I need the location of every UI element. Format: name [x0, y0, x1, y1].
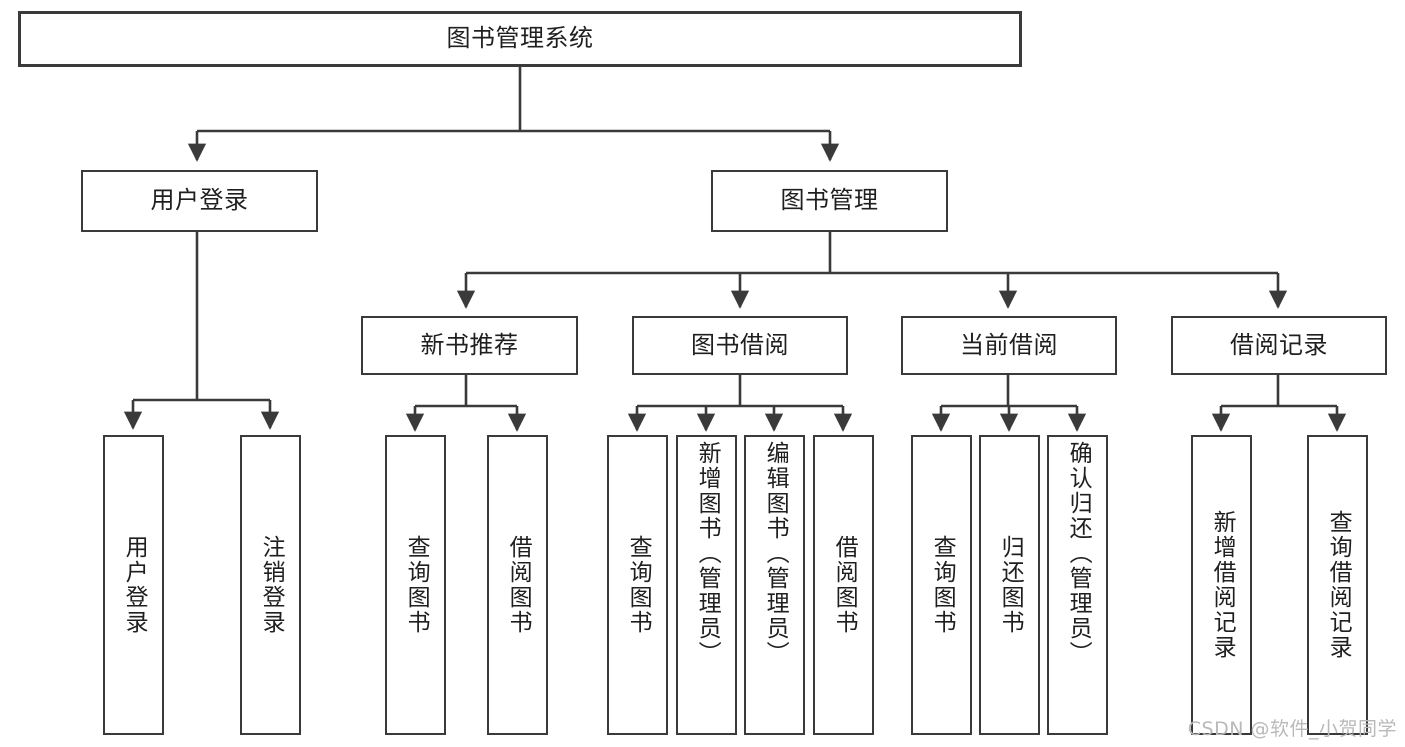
node-label: 用户登录 — [150, 186, 249, 215]
leaf-text-wrap: 查询图书 — [609, 437, 666, 733]
node-label: 图书管理 — [780, 186, 879, 215]
node-root-system[interactable]: 图书管理系统 — [18, 11, 1022, 67]
node-leaf-user-login[interactable]: 用户登录 — [103, 435, 164, 735]
node-label: 编辑图书（管理员） — [762, 441, 789, 666]
leaf-text-wrap: 归还图书 — [981, 437, 1038, 733]
node-user-login[interactable]: 用户登录 — [81, 170, 318, 232]
node-label: 新增图书（管理员） — [694, 441, 721, 666]
node-label: 借阅图书 — [831, 535, 858, 635]
node-leaf-query-book-2[interactable]: 查询图书 — [607, 435, 668, 735]
watermark-text: CSDN @软件_小贺同学 — [1187, 718, 1397, 740]
node-label: 借阅记录 — [1230, 330, 1328, 359]
node-label: 当前借阅 — [960, 330, 1058, 359]
node-label: 图书管理系统 — [446, 24, 594, 53]
leaf-text-wrap: 用户登录 — [105, 437, 162, 733]
node-label: 图书借阅 — [691, 330, 789, 359]
node-label: 注销登录 — [258, 535, 285, 635]
leaf-text-wrap: 借阅图书 — [489, 437, 546, 733]
leaf-text-wrap: 借阅图书 — [815, 437, 872, 733]
node-label: 用户登录 — [121, 535, 148, 635]
node-leaf-add-record[interactable]: 新增借阅记录 — [1191, 435, 1252, 735]
node-leaf-edit-book[interactable]: 编辑图书（管理员） — [744, 435, 805, 735]
node-leaf-borrow-book-2[interactable]: 借阅图书 — [813, 435, 874, 735]
node-label: 查询借阅记录 — [1325, 510, 1352, 660]
node-current-borrow[interactable]: 当前借阅 — [901, 316, 1117, 375]
leaf-text-wrap: 查询图书 — [387, 437, 444, 733]
node-label: 查询图书 — [625, 535, 652, 635]
leaf-text-wrap: 查询图书 — [913, 437, 970, 733]
leaf-text-wrap: 查询借阅记录 — [1309, 437, 1366, 733]
node-leaf-logout[interactable]: 注销登录 — [240, 435, 301, 735]
node-leaf-query-book-3[interactable]: 查询图书 — [911, 435, 972, 735]
leaf-text-wrap: 确认归还（管理员） — [1049, 437, 1106, 737]
node-label: 查询图书 — [929, 535, 956, 635]
node-book-borrow[interactable]: 图书借阅 — [632, 316, 848, 375]
node-new-book-rec[interactable]: 新书推荐 — [361, 316, 578, 375]
node-leaf-borrow-book-1[interactable]: 借阅图书 — [487, 435, 548, 735]
leaf-text-wrap: 编辑图书（管理员） — [746, 437, 803, 737]
node-borrow-record[interactable]: 借阅记录 — [1171, 316, 1387, 375]
node-label: 新增借阅记录 — [1209, 510, 1236, 660]
node-book-manage[interactable]: 图书管理 — [711, 170, 948, 232]
node-leaf-return-book[interactable]: 归还图书 — [979, 435, 1040, 735]
node-leaf-query-book-1[interactable]: 查询图书 — [385, 435, 446, 735]
node-leaf-confirm-return[interactable]: 确认归还（管理员） — [1047, 435, 1108, 735]
node-label: 归还图书 — [997, 535, 1024, 635]
leaf-text-wrap: 注销登录 — [242, 437, 299, 733]
node-label: 新书推荐 — [420, 330, 519, 359]
node-label: 确认归还（管理员） — [1065, 441, 1092, 666]
node-label: 查询图书 — [403, 535, 430, 635]
node-leaf-add-book[interactable]: 新增图书（管理员） — [676, 435, 737, 735]
leaf-text-wrap: 新增借阅记录 — [1193, 437, 1250, 733]
node-leaf-query-record[interactable]: 查询借阅记录 — [1307, 435, 1368, 735]
node-label: 借阅图书 — [505, 535, 532, 635]
leaf-text-wrap: 新增图书（管理员） — [678, 437, 735, 737]
